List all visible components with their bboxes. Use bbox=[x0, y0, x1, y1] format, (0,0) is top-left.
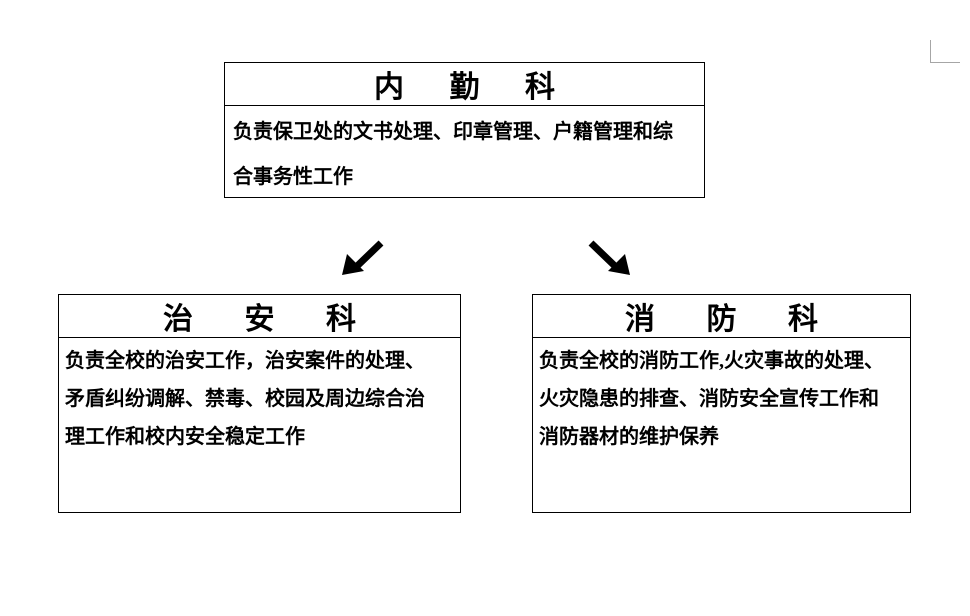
org-box-neiqinke-body: 负责保卫处的文书处理、印章管理、户籍管理和综 合事务性工作 bbox=[225, 106, 704, 205]
body-line: 火灾隐患的排查、消防安全宣传工作和 bbox=[539, 388, 879, 410]
body-line: 消防器材的维护保养 bbox=[539, 426, 719, 448]
org-box-xiaofangke: 消 防 科 负责全校的消防工作,火灾事故的处理、 火灾隐患的排查、消防安全宣传工… bbox=[532, 294, 911, 513]
org-box-neiqinke-title: 内 勤 科 bbox=[225, 63, 704, 106]
body-line: 矛盾纠纷调解、禁毒、校园及周边综合治 bbox=[65, 388, 425, 410]
org-box-zhianke-title: 治 安 科 bbox=[59, 295, 460, 338]
page-corner-mark bbox=[930, 40, 960, 63]
org-box-xiaofangke-title: 消 防 科 bbox=[533, 295, 910, 338]
org-box-xiaofangke-body: 负责全校的消防工作,火灾事故的处理、 火灾隐患的排查、消防安全宣传工作和 消防器… bbox=[533, 338, 910, 460]
arrow-to-right-box bbox=[588, 240, 632, 278]
org-box-zhianke: 治 安 科 负责全校的治安工作，治安案件的处理、 矛盾纠纷调解、禁毒、校园及周边… bbox=[58, 294, 461, 513]
body-line: 负责全校的治安工作，治安案件的处理、 bbox=[65, 350, 425, 372]
org-box-neiqinke: 内 勤 科 负责保卫处的文书处理、印章管理、户籍管理和综 合事务性工作 bbox=[224, 62, 705, 198]
corner-mark-horizontal-line bbox=[930, 62, 960, 63]
body-line: 负责全校的消防工作,火灾事故的处理、 bbox=[539, 350, 884, 372]
body-line: 理工作和校内安全稳定工作 bbox=[65, 426, 305, 448]
corner-mark-vertical-line bbox=[930, 40, 931, 63]
body-line: 合事务性工作 bbox=[233, 166, 353, 188]
arrow-to-left-box bbox=[340, 240, 384, 278]
org-box-zhianke-body: 负责全校的治安工作，治安案件的处理、 矛盾纠纷调解、禁毒、校园及周边综合治 理工… bbox=[59, 338, 460, 460]
body-line: 负责保卫处的文书处理、印章管理、户籍管理和综 bbox=[233, 121, 673, 143]
